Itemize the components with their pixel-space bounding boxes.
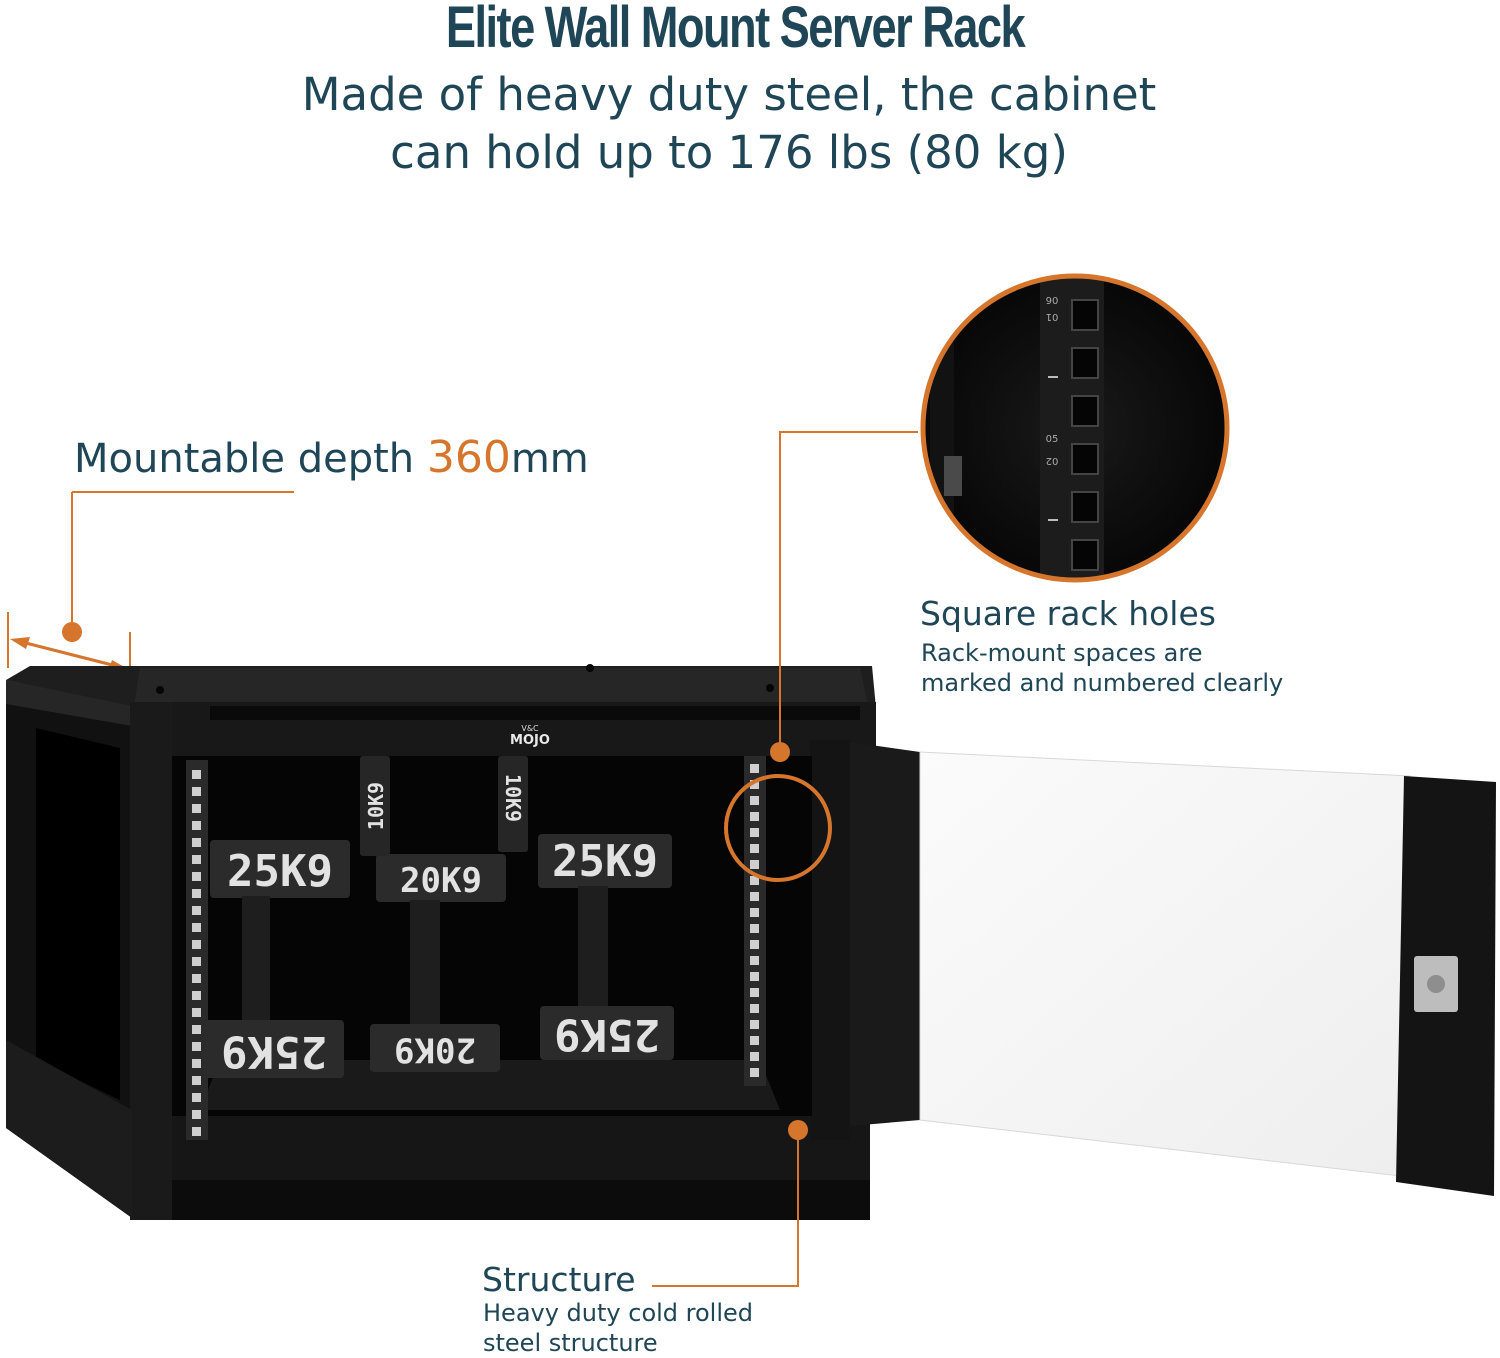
rack-holes-line-2: marked and numbered clearly: [921, 669, 1284, 697]
rail-hole: [750, 1052, 759, 1061]
structure-description: Heavy duty cold rolled steel structure: [483, 1298, 753, 1358]
depth-prefix: Mountable depth: [74, 436, 427, 482]
rail-hole: [192, 838, 201, 847]
square-rack-hole: [1071, 491, 1099, 523]
rail-hole: [192, 1025, 201, 1034]
rail-hole: [192, 957, 201, 966]
rail-hole: [192, 1059, 201, 1068]
depth-dimension-marker: [7, 491, 294, 710]
rail-hole: [750, 1068, 759, 1077]
depth-unit: mm: [510, 436, 589, 482]
rail-hole: [750, 908, 759, 917]
rack-holes-title: Square rack holes: [920, 594, 1216, 633]
rail-hole: [192, 1110, 201, 1119]
structure-callout-marker: [652, 1120, 808, 1287]
rail-hole: [750, 924, 759, 933]
structure-line-2: steel structure: [483, 1329, 658, 1357]
weight-label: 25K9: [227, 846, 333, 897]
depth-value: 360: [426, 432, 511, 483]
rail-number: 02: [1046, 455, 1059, 466]
rail-hole: [192, 906, 201, 915]
weight-label: 10K9: [501, 774, 525, 822]
square-rack-hole: [1071, 299, 1099, 331]
weight-label: 10K9: [364, 782, 388, 830]
rail-hole: [750, 940, 759, 949]
rail-number: 01: [1046, 311, 1059, 322]
rail-hole: [192, 787, 201, 796]
square-rack-hole: [1071, 539, 1099, 571]
rail-hole: [750, 812, 759, 821]
brand-logo: MOJO: [510, 733, 550, 748]
rail-hole: [750, 876, 759, 885]
rail-hole: [750, 844, 759, 853]
subtitle-line-2: can hold up to 176 lbs (80 kg): [390, 126, 1068, 179]
rail-hole: [192, 804, 201, 813]
subtitle-line-1: Made of heavy duty steel, the cabinet: [301, 68, 1157, 121]
rack-holes-callout-marker: [724, 431, 918, 882]
rail-holes: [192, 764, 759, 1136]
page-subtitle: Made of heavy duty steel, the cabinet ca…: [0, 66, 1458, 182]
glass-door: [850, 742, 1496, 1196]
depth-callout-label: Mountable depth 360mm: [74, 432, 589, 483]
weight-label: 20K9: [400, 861, 482, 901]
rail-hole: [750, 956, 759, 965]
rail-number: 05: [1046, 434, 1059, 445]
square-rack-hole: [1071, 395, 1099, 427]
weight-label: 20K9: [394, 1030, 476, 1070]
rail-hole: [750, 892, 759, 901]
rail-hole: [750, 972, 759, 981]
rail-hole: [750, 1004, 759, 1013]
rail-hole: [192, 1093, 201, 1102]
rail-hole: [192, 855, 201, 864]
weight-label: 25K9: [221, 1026, 327, 1077]
rack-holes-line-1: Rack-mount spaces are: [921, 639, 1203, 667]
cabinet-body: [6, 664, 876, 1220]
brand-small-text: V&C: [521, 724, 539, 733]
weight-label: 25K9: [552, 836, 658, 887]
rail-hole: [750, 1036, 759, 1045]
weights-group: 25K9 20K9 25K9 10K9 10K9 25K9 20K9 25K9: [204, 756, 674, 1078]
rail-hole: [750, 988, 759, 997]
structure-line-1: Heavy duty cold rolled: [483, 1299, 754, 1327]
rail-hole: [750, 764, 759, 773]
rail-hole: [192, 872, 201, 881]
square-rack-hole: [1071, 347, 1099, 379]
rail-hole: [192, 991, 201, 1000]
rail-hole: [192, 889, 201, 898]
rail-hole: [192, 770, 201, 779]
rack-holes-description: Rack-mount spaces are marked and numbere…: [921, 638, 1283, 698]
square-rack-hole: [1071, 443, 1099, 475]
rack-holes-magnifier: 06 01 05 02: [920, 273, 1230, 583]
structure-title: Structure: [482, 1260, 636, 1299]
rail-hole: [192, 974, 201, 983]
rail-hole: [192, 1008, 201, 1017]
rail-hole: [750, 828, 759, 837]
rail-hole: [192, 940, 201, 949]
rail-hole: [192, 1127, 201, 1136]
rail-number: 06: [1046, 294, 1059, 305]
rail-hole: [750, 860, 759, 869]
rail-hole: [192, 1076, 201, 1085]
rail-hole: [750, 1020, 759, 1029]
rail-hole: [750, 796, 759, 805]
rail-hole: [192, 1042, 201, 1051]
rail-hole: [192, 923, 201, 932]
rail-hole: [192, 821, 201, 830]
page-title: Elite Wall Mount Server Rack: [445, 0, 1026, 60]
weight-label: 25K9: [554, 1009, 660, 1060]
rail-hole: [750, 780, 759, 789]
